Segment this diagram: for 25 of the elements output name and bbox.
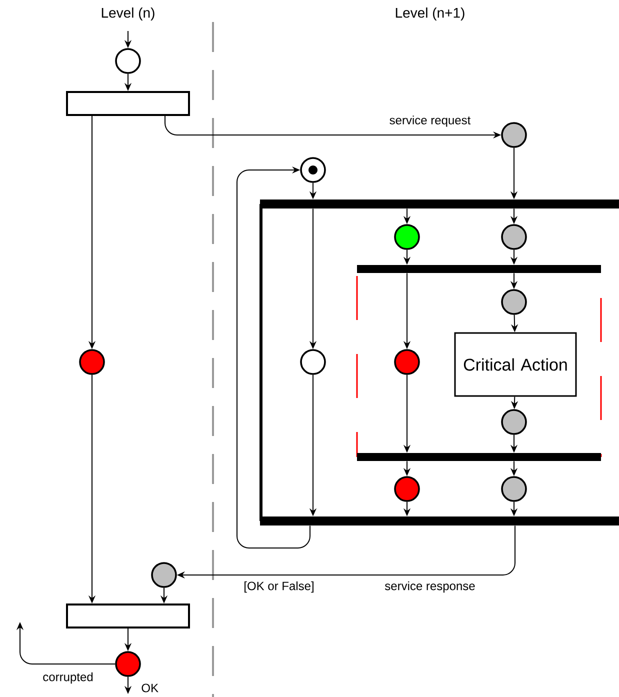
place-circle [394, 476, 420, 502]
arrow [236, 166, 310, 548]
place-circle [115, 651, 141, 677]
place-circle [79, 349, 105, 375]
place-circle [501, 476, 527, 502]
transition-box [66, 604, 190, 628]
transition-box [66, 91, 190, 116]
place-circle [501, 224, 527, 250]
place-circle [300, 349, 326, 375]
level-label: Level (n+1) [396, 7, 464, 21]
place-circle [394, 224, 420, 250]
edge-label: service response [384, 580, 476, 594]
place-circle [394, 349, 420, 375]
place-circle [501, 289, 527, 315]
place-circle [151, 562, 177, 588]
marked-place-circle [300, 157, 326, 183]
edge-label: corrupted [42, 671, 94, 685]
edge-label: service request [388, 114, 472, 128]
edge-label: OK [140, 682, 160, 694]
guard-text: [OK or False] [244, 581, 314, 593]
place-circle [501, 122, 527, 148]
place-circle [115, 48, 141, 74]
place-circle [501, 409, 527, 435]
action-box: Critical Action [454, 332, 577, 397]
level-label: Level (n) [102, 7, 154, 21]
